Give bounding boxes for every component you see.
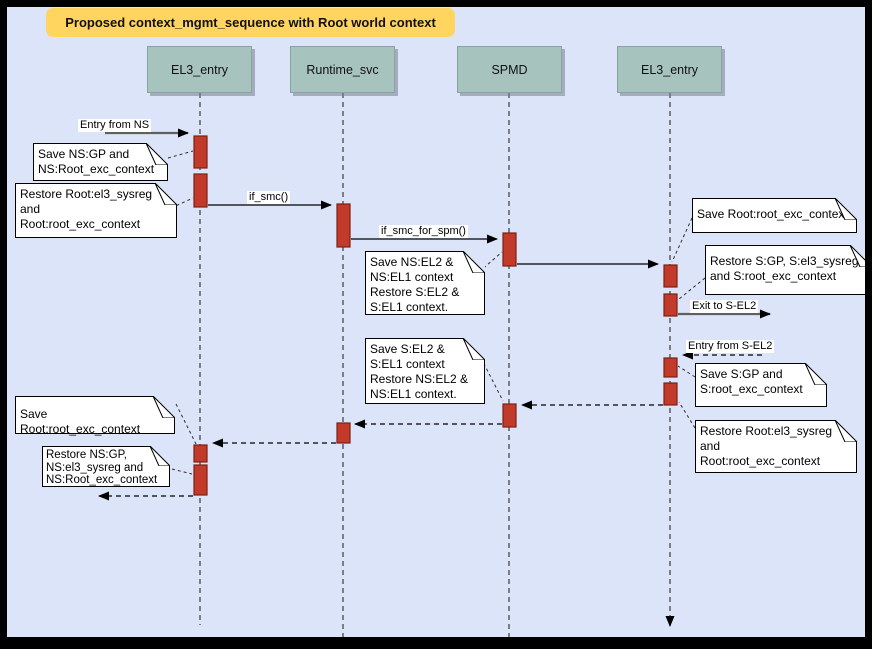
diagram-title: Proposed context_mgmt_sequence with Root…	[46, 8, 455, 37]
activation-bar	[502, 403, 517, 428]
note-connector	[170, 197, 194, 209]
note-fold-icon	[153, 396, 175, 418]
note-save-root-exc-right: Save Root:root_exc_context	[692, 198, 857, 233]
note-restore-s-gp: Restore S:GP, S:el3_sysreg and S:root_ex…	[705, 245, 872, 295]
note-restore-root-el3-sysreg: Restore Root:el3_sysreg and Root:root_ex…	[15, 183, 177, 238]
note-save-ns-gp: Save NS:GP and NS:Root_exc_context	[33, 143, 168, 181]
frame-border-bottom	[0, 637, 872, 649]
activation-bar	[193, 173, 208, 208]
note-fold-icon	[835, 198, 857, 220]
note-connector	[175, 403, 197, 445]
lifeline-header-spmd: SPMD	[457, 46, 562, 93]
note-connector	[167, 150, 194, 159]
lifeline-header-el3-entry-left: EL3_entry	[147, 46, 252, 93]
note-restore-ns-gp: Restore NS:GP, NS:el3_sysreg and NS:Root…	[42, 446, 170, 487]
message-label-entry-from-ns: Entry from NS	[78, 119, 152, 132]
frame-border-right	[865, 0, 872, 649]
note-save-s-gp: Save S:GP and S:root_exc_context	[695, 363, 827, 407]
note-fold-icon	[805, 363, 827, 385]
note-connector	[678, 277, 706, 300]
activation-bar	[663, 293, 678, 317]
activation-bar	[193, 444, 208, 463]
lifeline-header-el3-entry-right: EL3_entry	[617, 46, 722, 93]
activation-bar	[336, 203, 351, 248]
note-connector	[171, 468, 193, 475]
frame-border-left	[0, 0, 7, 649]
note-connector	[677, 365, 696, 378]
frame-border-top	[0, 0, 872, 7]
note-fold-icon	[463, 338, 485, 360]
activation-bar	[663, 382, 678, 406]
note-connector	[478, 251, 503, 273]
message-label-if-smc-for-spm: if_smc_for_spm()	[379, 225, 468, 238]
message-label-exit-to-sel2: Exit to S-EL2	[690, 300, 759, 313]
activation-bar	[193, 464, 208, 496]
activation-bar	[502, 232, 517, 267]
note-save-s-el2: Save S:EL2 & S:EL1 context Restore NS:EL…	[365, 338, 485, 404]
note-fold-icon	[155, 183, 177, 205]
note-fold-icon	[146, 143, 168, 165]
activation-bar	[663, 264, 678, 288]
message-label-if-smc: if_smc()	[247, 191, 291, 204]
note-fold-icon	[150, 446, 170, 466]
lifeline-header-runtime-svc: Runtime_svc	[290, 46, 395, 93]
activation-bar	[193, 135, 208, 169]
activation-bar	[663, 357, 678, 378]
activation-bar	[336, 422, 351, 444]
note-save-ns-el2: Save NS:EL2 & NS:EL1 context Restore S:E…	[365, 251, 485, 315]
note-fold-icon	[463, 251, 485, 273]
note-connector	[678, 401, 696, 429]
note-save-root-exc-left: Save Root:root_exc_context	[15, 396, 175, 436]
note-restore-root-el3-sysreg-right: Restore Root:el3_sysreg and Root:root_ex…	[695, 420, 857, 473]
message-label-entry-from-sel2: Entry from S-EL2	[686, 340, 775, 353]
note-fold-icon	[835, 420, 857, 442]
note-connector	[671, 217, 693, 263]
